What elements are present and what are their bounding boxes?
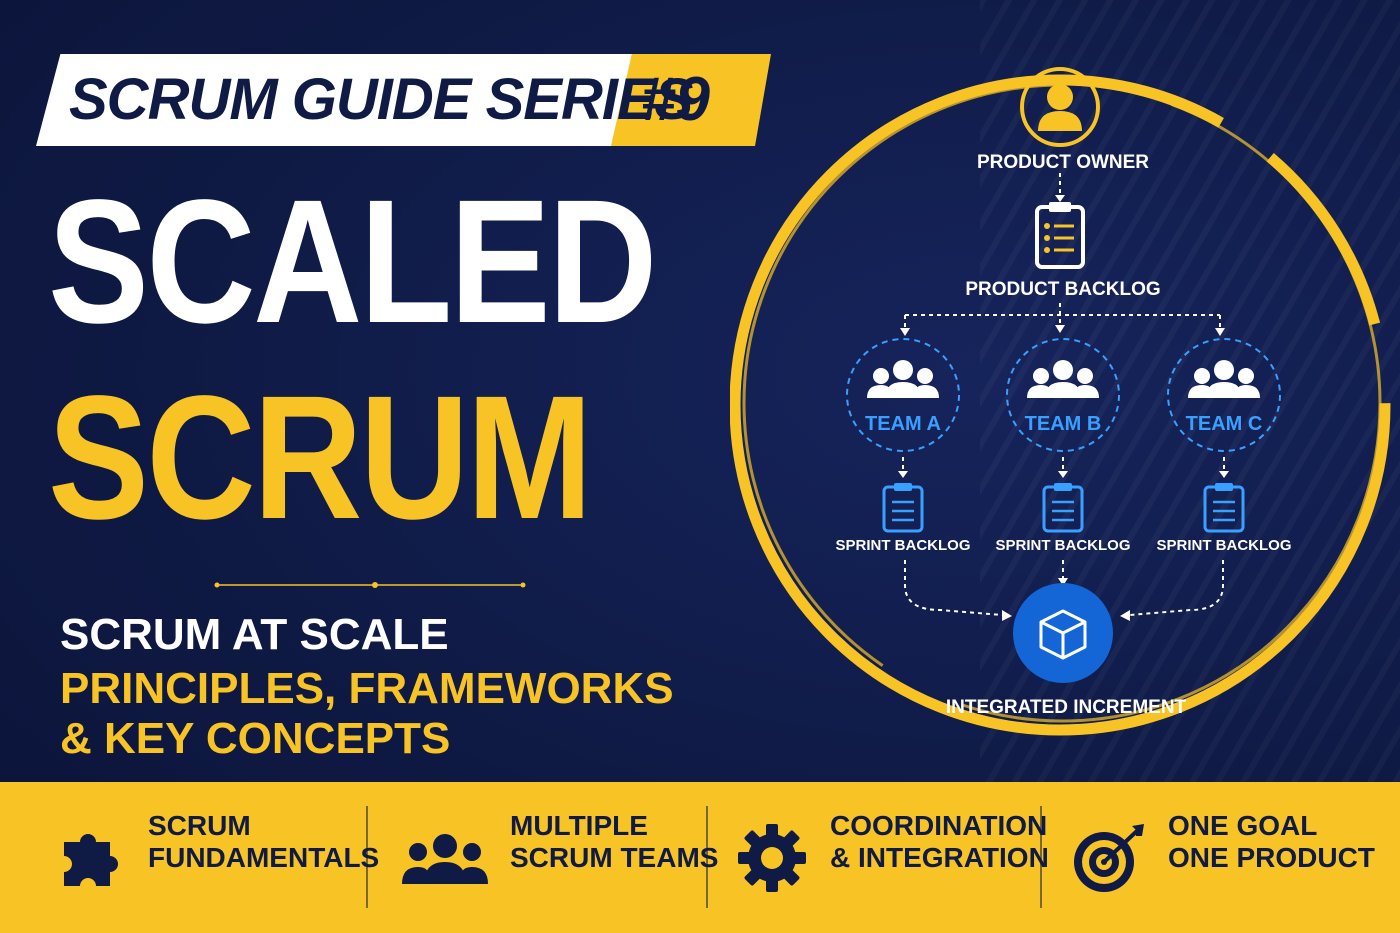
feature-separator-2 [706, 806, 708, 908]
product-backlog-icon [1035, 202, 1085, 269]
series-number: #9 [641, 65, 710, 134]
team-a-label: TEAM A [865, 413, 941, 435]
series-label: SCRUM GUIDE SERIES [69, 67, 693, 132]
feature-coordination: COORDINATION & INTEGRATION [736, 782, 1049, 933]
feature-4-line-2: ONE PRODUCT [1168, 842, 1375, 873]
feature-3-line-1: COORDINATION [830, 810, 1048, 841]
feature-2-line-1: MULTIPLE [510, 810, 648, 841]
subtitle-line-2: PRINCIPLES, FRAMEWORKS [60, 664, 674, 713]
series-banner-white [36, 54, 646, 146]
subtitle-line-1: SCRUM AT SCALE [60, 610, 449, 659]
team-c-label: TEAM C [1185, 413, 1263, 435]
title-line-2: SCRUM [48, 360, 593, 556]
brush-circle [730, 74, 1391, 736]
sprint-backlog-label-a: SPRINT BACKLOG [835, 537, 971, 554]
team-b-label: TEAM B [1024, 413, 1102, 435]
diagram-graphics [730, 67, 1391, 736]
feature-one-goal: ONE GOAL ONE PRODUCT [1070, 782, 1375, 933]
group-icon [402, 834, 488, 884]
feature-multiple-teams: MULTIPLE SCRUM TEAMS [400, 782, 718, 933]
sprint-backlog-icon-a [882, 483, 924, 533]
feature-scrum-fundamentals: SCRUM FUNDAMENTALS [58, 782, 379, 933]
sprint-backlog-icon-c [1203, 483, 1245, 533]
product-backlog-label: PRODUCT BACKLOG [965, 279, 1161, 300]
target-icon [1074, 824, 1144, 892]
scaled-scrum-diagram: PRODUCT OWNER PRODUCT BACKLOG TEAM A TEA… [730, 55, 1400, 775]
feature-2-line-2: SCRUM TEAMS [510, 842, 719, 873]
feature-3-line-2: & INTEGRATION [830, 842, 1049, 873]
background-stripes [980, 0, 1400, 933]
sprint-backlog-icon-b [1042, 483, 1084, 533]
title-divider [214, 582, 526, 588]
sprint-backlog-label-b: SPRINT BACKLOG [995, 537, 1131, 554]
feature-4-line-1: ONE GOAL [1168, 810, 1318, 841]
feature-bar: SCRUM FUNDAMENTALS MULTIPLE SCRUM TEAMS [0, 782, 1400, 933]
series-banner-yellow [611, 54, 771, 146]
feature-separator-1 [366, 806, 368, 908]
backlog-connectors [904, 303, 1221, 331]
team-a-node [846, 338, 960, 452]
gear-icon [738, 824, 806, 892]
feature-1-line-1: SCRUM [148, 810, 251, 841]
puzzle-icon [64, 834, 118, 886]
feature-1-line-2: FUNDAMENTALS [148, 842, 380, 873]
team-b-node [1006, 338, 1120, 452]
title-line-1: SCALED [48, 164, 657, 360]
product-owner-label: PRODUCT OWNER [976, 152, 1150, 173]
product-owner-icon [1020, 67, 1100, 147]
series-banner: SCRUM GUIDE SERIES #9 [36, 54, 771, 146]
sprint-backlog-label-c: SPRINT BACKLOG [1156, 537, 1292, 554]
subtitle-line-3: & KEY CONCEPTS [60, 714, 451, 763]
integrated-increment-icon [1013, 583, 1113, 683]
team-c-node [1167, 338, 1281, 452]
feature-separator-3 [1040, 806, 1042, 908]
integrated-increment-label: INTEGRATED INCREMENT [945, 697, 1187, 718]
